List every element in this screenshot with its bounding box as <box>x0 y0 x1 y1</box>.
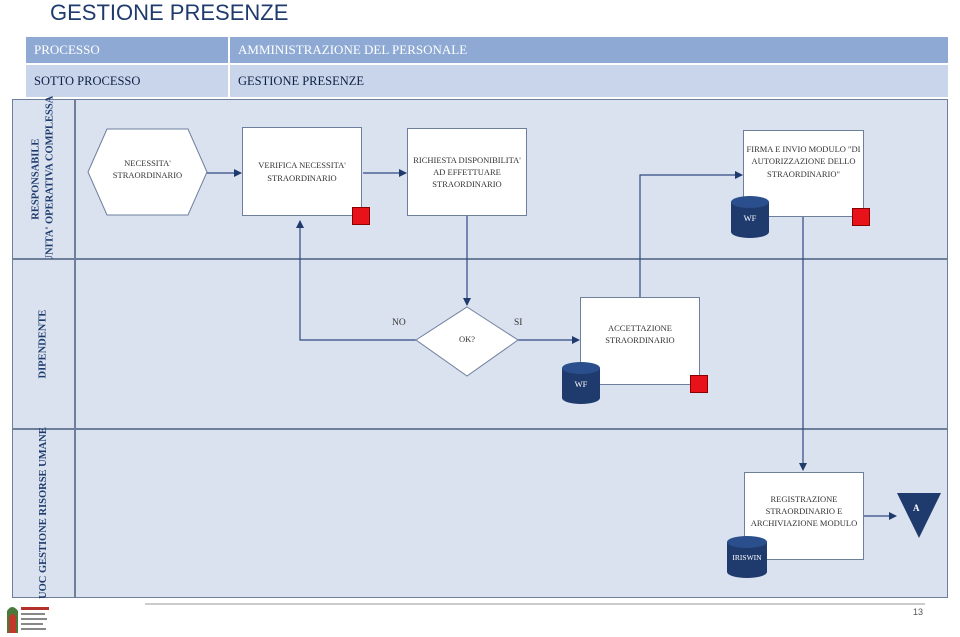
lane-label-dipendente: DIPENDENTE <box>12 259 75 429</box>
branch-si-label: SI <box>514 318 523 328</box>
subprocess-value: GESTIONE PRESENZE <box>238 73 365 88</box>
register-line1: REGISTRAZIONE <box>770 493 838 504</box>
wf-sign-label: WF <box>743 213 757 223</box>
request-box: RICHIESTA DISPONIBILITA'AD EFFETTUARE STR… <box>407 128 527 216</box>
process-label-cell: PROCESSO <box>26 37 228 63</box>
subprocess-value-cell: GESTIONE PRESENZE <box>230 65 948 97</box>
lane-label-risorse-umane: UOC GESTIONE RISORSE UMANE <box>12 428 75 599</box>
start-line1: NECESSITA' <box>124 158 171 168</box>
page-number: 13 <box>913 607 924 617</box>
accept-line2: STRAORDINARIO <box>605 335 675 345</box>
process-label: PROCESSO <box>34 42 100 57</box>
start-line2: STRAORDINARIO <box>112 169 183 180</box>
iriswin-label: IRISWIN <box>732 553 762 562</box>
request-line2: AD EFFETTUARE <box>433 166 501 177</box>
request-line1: RICHIESTA DISPONIBILITA' <box>413 154 521 165</box>
arrow-decision-no-to-verify <box>296 220 416 341</box>
red-marker-verify <box>352 207 370 225</box>
branch-no-label: NO <box>392 318 406 328</box>
verify-line1: VERIFICA NECESSITA' <box>258 160 346 171</box>
verify-line2: STRAORDINARIO <box>267 172 337 183</box>
start-hexagon <box>87 128 208 216</box>
sign-line1: FIRMA E INVIO MODULO "DI <box>746 144 861 155</box>
decision-diamond <box>415 306 519 377</box>
database-icon-wf-sign: WF <box>731 196 769 238</box>
red-marker-accept <box>690 375 708 393</box>
process-value-cell: AMMINISTRAZIONE DEL PERSONALE <box>230 37 948 63</box>
subprocess-label-cell: SOTTO PROCESSO <box>26 65 228 97</box>
hospital-logo-icon <box>4 599 52 635</box>
database-icon-wf-accept: WF <box>562 362 600 404</box>
red-marker-sign <box>852 208 870 226</box>
register-line2: STRAORDINARIO E <box>765 505 843 516</box>
wf-accept-label: WF <box>574 379 588 389</box>
database-icon-iriswin: IRISWIN <box>727 536 767 578</box>
end-connector-label: A <box>913 503 920 513</box>
request-line3: STRAORDINARIO <box>432 179 502 190</box>
verify-box: VERIFICA NECESSITA'STRAORDINARIO <box>242 127 362 216</box>
page-title: GESTIONE PRESENZE <box>50 0 289 25</box>
arrow-accept-to-sign <box>639 171 743 297</box>
accept-line1: ACCETTAZIONE <box>607 322 672 333</box>
accept-box: ACCETTAZIONE STRAORDINARIO <box>580 297 700 385</box>
start-node-label: NECESSITA' STRAORDINARIO <box>100 158 195 182</box>
sign-line3: STRAORDINARIO" <box>767 168 840 179</box>
process-value: AMMINISTRAZIONE DEL PERSONALE <box>238 42 468 57</box>
sign-line2: AUTORIZZAZIONE DELLO <box>751 156 856 167</box>
subprocess-label: SOTTO PROCESSO <box>34 73 141 88</box>
end-connector <box>897 493 941 538</box>
register-line3: ARCHIVIAZIONE MODULO <box>750 518 858 529</box>
decision-label: OK? <box>458 334 476 344</box>
